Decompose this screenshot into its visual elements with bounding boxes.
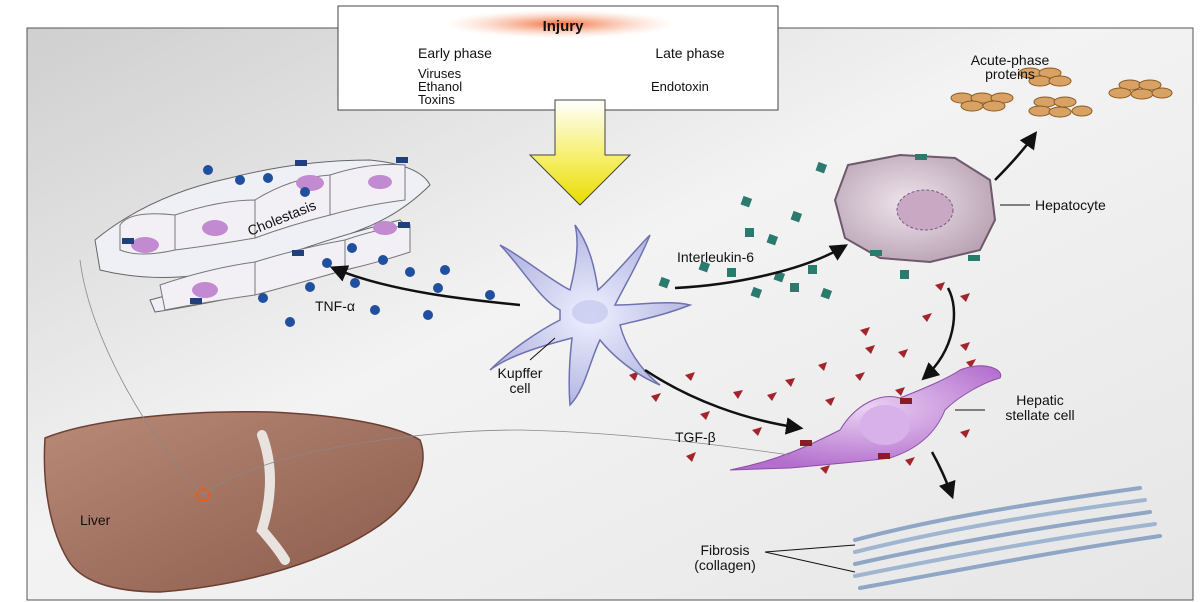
stellate-label: stellate cell	[1005, 407, 1074, 423]
kupffer-label: Kupffer	[498, 365, 543, 381]
hepatocyte-cell	[835, 154, 995, 262]
interleukin-label: Interleukin-6	[677, 249, 754, 265]
fibrosis-label: Fibrosis	[700, 542, 749, 558]
kupffer-label: cell	[509, 380, 530, 396]
injury-title: Injury	[543, 18, 584, 35]
late-phase-label: Late phase	[655, 45, 724, 61]
early-cause: Toxins	[418, 92, 455, 107]
late-cause: Endotoxin	[651, 79, 709, 94]
injury-box: Injury Early phase Late phase Viruses Et…	[338, 6, 778, 110]
liver-label: Liver	[80, 512, 111, 528]
hepatocyte-label: Hepatocyte	[1035, 197, 1106, 213]
early-phase-label: Early phase	[418, 45, 492, 61]
tgf-label: TGF-β	[675, 429, 716, 445]
fibrosis-label: (collagen)	[694, 557, 755, 573]
stellate-label: Hepatic	[1016, 392, 1063, 408]
acute-phase-label: proteins	[985, 66, 1035, 82]
tnf-label: TNF-α	[315, 298, 355, 314]
